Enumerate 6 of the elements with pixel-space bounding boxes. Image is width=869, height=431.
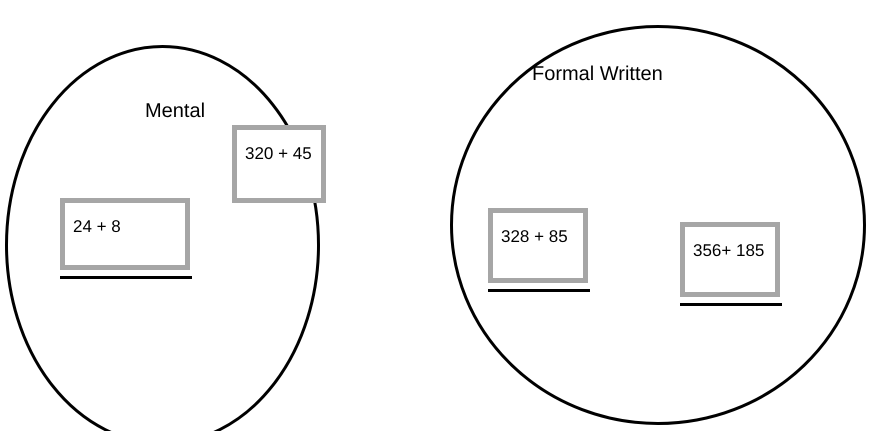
set-title: Mental [145,100,206,123]
sum-card: 328 + 85 [488,208,588,283]
set-title: Formal Written [532,63,663,86]
sum-card: 24 + 8 [60,198,190,270]
sum-card: 320 + 45 [232,125,326,203]
sum-card: 356+ 185 [680,222,780,297]
